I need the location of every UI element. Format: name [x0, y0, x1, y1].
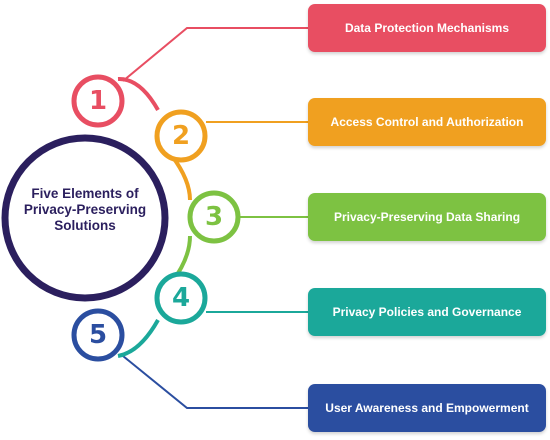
arc-segment-4-5: [117, 319, 160, 358]
central-title: Five Elements of Privacy-Preserving Solu…: [20, 180, 150, 240]
connector-line-1: [122, 27, 308, 82]
number-label-1: 1: [88, 86, 108, 116]
arc-segment-1-2: [117, 77, 160, 111]
arc-segment-2-3: [170, 154, 192, 201]
element-box-data-sharing: Privacy-Preserving Data Sharing: [308, 193, 546, 241]
element-box-access-control: Access Control and Authorization: [308, 98, 546, 146]
connector-line-5: [122, 355, 308, 409]
number-circle-4: [154, 271, 208, 325]
number-label-5: 5: [88, 320, 108, 350]
number-circle-3: [187, 190, 241, 244]
number-label-2: 2: [171, 121, 191, 151]
element-box-policies-governance: Privacy Policies and Governance: [308, 288, 546, 336]
number-circle-2: [154, 109, 208, 163]
number-label-3: 3: [204, 202, 224, 232]
central-title-line-3: Solutions: [54, 218, 116, 233]
central-circle: [1, 134, 169, 302]
element-box-data-protection: Data Protection Mechanisms: [308, 4, 546, 52]
number-circle-1: [71, 74, 125, 128]
number-label-4: 4: [171, 283, 191, 313]
central-title-line-2: Privacy-Preserving: [23, 202, 147, 217]
central-title-line-1: Five Elements of: [31, 186, 139, 201]
number-circle-5: [71, 308, 125, 362]
element-box-user-awareness: User Awareness and Empowerment: [308, 384, 546, 432]
